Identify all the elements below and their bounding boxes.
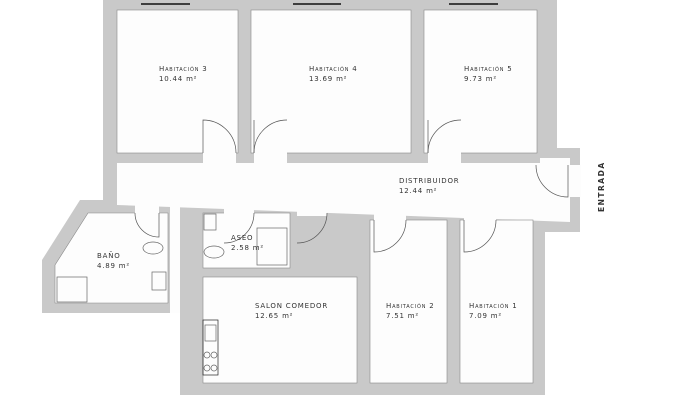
room-area: 9.73 m² <box>464 75 498 83</box>
room-name: DISTRIBUIDOR <box>399 177 460 185</box>
room-area: 7.51 m² <box>386 312 420 320</box>
room-area: 4.89 m² <box>97 262 131 270</box>
room-name: Habitación 4 <box>309 65 358 73</box>
room-habitacion-4 <box>250 9 412 154</box>
room-habitacion-3 <box>116 9 239 154</box>
kitchen-sink-icon <box>204 324 217 342</box>
room-area: 7.09 m² <box>469 312 503 320</box>
door-openings <box>135 150 581 222</box>
bathtub-icon <box>56 276 88 303</box>
kitchen-counter-icon <box>202 319 219 376</box>
room-area: 2.58 m² <box>231 244 265 252</box>
room-label-habitacion-3: Habitación 3 10.44 m² <box>159 64 208 84</box>
room-name: Habitación 1 <box>469 302 518 310</box>
room-label-salon-comedor: SALON COMEDOR 12.65 m² <box>255 301 328 321</box>
room-floors <box>54 9 570 384</box>
room-label-bano: BAÑO 4.89 m² <box>97 251 130 271</box>
sink-icon <box>151 271 167 291</box>
toilet-icon <box>142 241 164 255</box>
room-salon-comedor <box>202 276 358 384</box>
room-name: Habitación 5 <box>464 65 513 73</box>
room-bano <box>54 212 169 304</box>
toilet-icon <box>203 245 225 259</box>
room-habitacion-5 <box>423 9 538 154</box>
burner-icon <box>203 351 211 359</box>
room-label-habitacion-4: Habitación 4 13.69 m² <box>309 64 358 84</box>
entrance-label: ENTRADA <box>597 161 606 212</box>
room-label-habitacion-5: Habitación 5 9.73 m² <box>464 64 513 84</box>
room-area: 10.44 m² <box>159 75 198 83</box>
shower-icon <box>256 227 288 266</box>
fixtures <box>56 213 288 376</box>
room-name: BAÑO <box>97 252 121 260</box>
room-name: Habitación 2 <box>386 302 435 310</box>
room-area: 12.44 m² <box>399 187 438 195</box>
room-habitacion-1 <box>459 219 534 384</box>
room-label-distribuidor: DISTRIBUIDOR 12.44 m² <box>399 176 459 196</box>
sink-icon <box>203 213 217 231</box>
room-habitacion-2 <box>369 219 448 384</box>
room-label-habitacion-2: Habitación 2 7.51 m² <box>386 301 435 321</box>
room-name: SALON COMEDOR <box>255 302 329 310</box>
room-name: ASEO <box>231 234 254 242</box>
room-area: 12.65 m² <box>255 312 294 320</box>
room-area: 13.69 m² <box>309 75 348 83</box>
room-label-habitacion-1: Habitación 1 7.09 m² <box>469 301 518 321</box>
room-name: Habitación 3 <box>159 65 208 73</box>
door-swings <box>134 119 569 253</box>
room-label-aseo: ASEO 2.58 m² <box>231 233 264 253</box>
